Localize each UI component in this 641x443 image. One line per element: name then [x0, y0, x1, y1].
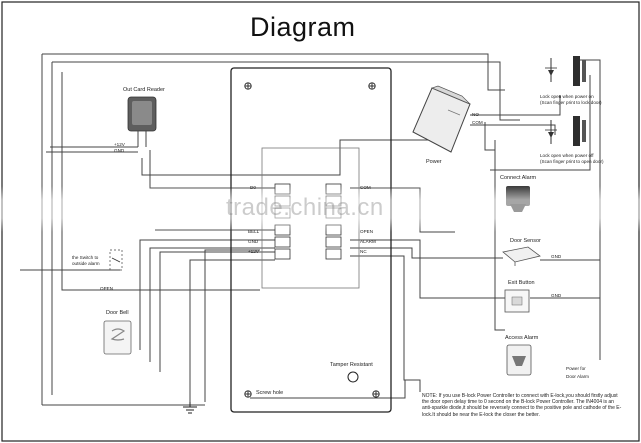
diagram-title: Diagram	[250, 12, 356, 42]
term-d0-label: D0	[250, 185, 256, 190]
exit-switch-label: the Switch to outside alarm	[72, 255, 100, 266]
screw-hole-bottom-left	[244, 390, 252, 398]
tamper-switch	[347, 371, 359, 383]
lock-off-label: Lock open when power off	[540, 153, 594, 158]
door-sensor-label: Door Sensor	[510, 238, 541, 244]
electric-lock-lower	[545, 116, 586, 146]
wire-gnd-label: GND	[114, 148, 125, 153]
lock-on-label: Lock open when power on	[540, 94, 594, 99]
term-bell-label: BELL	[248, 229, 260, 234]
door-alarm-label: Door Alarm	[566, 374, 589, 379]
electric-lock-upper	[545, 56, 586, 86]
card-reader-device	[127, 96, 157, 147]
ground-symbol	[183, 402, 197, 414]
wire-open-label: OPEN	[100, 286, 114, 291]
door-bell-label: Door Bell	[106, 310, 129, 316]
power-for-label: Power for	[566, 366, 586, 371]
power-com-label: COM	[472, 120, 483, 125]
note-text: NOTE: If you use B-lock Power Controller…	[422, 393, 622, 418]
exit-button-device	[504, 289, 530, 313]
screw-hole-bottom-right	[372, 390, 380, 398]
exit-button-label: Exit Button	[508, 280, 535, 286]
tamper-label: Tamper Resistant	[330, 362, 373, 368]
term-12v-label: +12V	[248, 249, 259, 254]
power-label: Power	[426, 159, 442, 165]
term-nc-label: NC	[360, 249, 367, 254]
wire-12v-label: +12V	[114, 142, 125, 147]
power-no-label: NO	[472, 112, 479, 117]
term-open-label: OPEN	[360, 229, 374, 234]
sensor-gnd-label: GND	[551, 254, 562, 259]
card-reader-label: Out Card Reader	[123, 87, 165, 93]
term-alarm-label: ALARM	[360, 239, 376, 244]
button-gnd-label: GND	[551, 293, 562, 298]
door-bell-device	[103, 320, 132, 355]
door-sensor-device	[502, 246, 541, 266]
exit-switch-device	[109, 249, 123, 271]
lock-on-sub-label: (Scan finger print to lock door)	[540, 100, 602, 105]
power-controller-device	[412, 85, 471, 153]
access-alarm-label: Access Alarm	[505, 335, 539, 341]
connect-alarm-label: Connect Alarm	[500, 175, 537, 181]
watermark-band	[0, 186, 641, 232]
term-com-label: COM	[360, 185, 371, 190]
screw-hole-label: Screw hole	[256, 390, 284, 396]
lock-off-sub-label: (Scan finger print to open door)	[540, 159, 604, 164]
screw-hole-top-right	[368, 82, 376, 90]
screw-hole-top-left	[244, 82, 252, 90]
term-gnd-label: GND	[248, 239, 259, 244]
access-alarm-device	[506, 344, 532, 376]
main-unit	[230, 67, 392, 413]
watermark-text: trade.china.cn	[226, 194, 384, 221]
